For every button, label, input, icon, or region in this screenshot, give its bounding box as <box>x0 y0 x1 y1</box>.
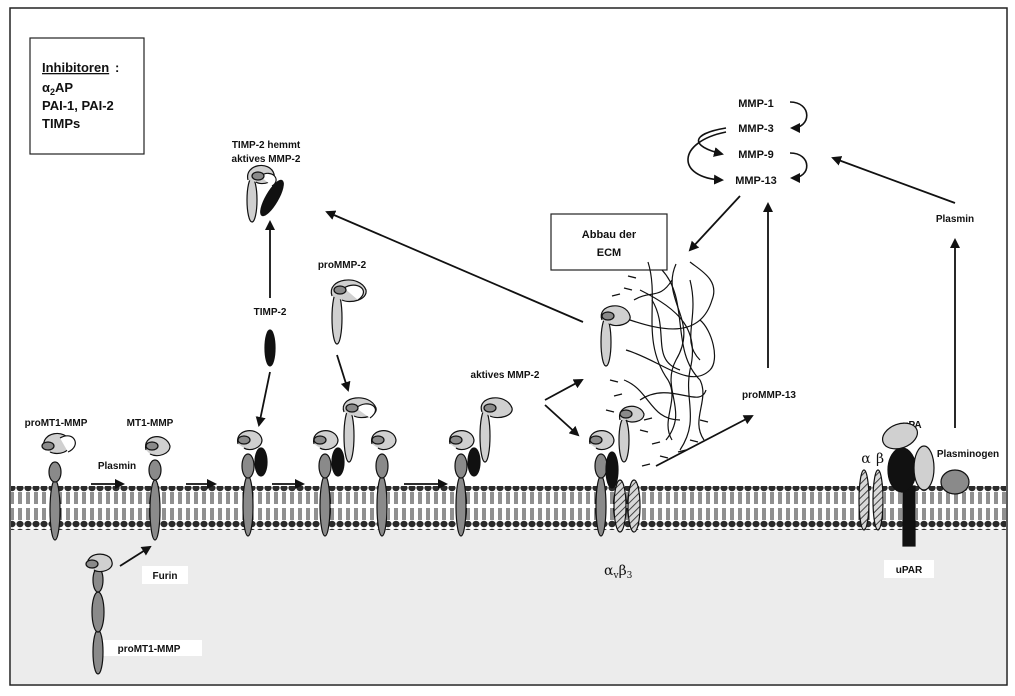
inhibitor-a2ap: α2AP <box>42 80 73 97</box>
promp2-label: proMMP-2 <box>318 260 367 271</box>
mmp-1-label: MMP-1 <box>738 98 773 110</box>
inhibitors-box: Inhibitoren : α2AP PAI-1, PAI-2 TIMPs <box>30 38 144 154</box>
mmp-3-label: MMP-3 <box>738 123 773 135</box>
alpha-label: α <box>861 451 871 467</box>
timp2-inhibits-label: TIMP-2 hemmt <box>232 140 301 151</box>
beta-label: β <box>876 451 884 467</box>
plasminogen-molecule <box>941 470 969 494</box>
mt1-label: MT1-MMP <box>127 418 174 429</box>
promt1-top-label: proMT1-MMP <box>25 418 88 429</box>
furin-label: Furin <box>153 571 178 582</box>
cytoplasm-region <box>11 520 1006 684</box>
inhibitor-pai: PAI-1, PAI-2 <box>42 98 114 113</box>
active-mmp2-label: aktives MMP-2 <box>471 370 540 381</box>
mmp-9-label: MMP-9 <box>738 149 773 161</box>
ecm-box-line1: Abbau der <box>582 229 637 241</box>
plasmin-right-label: Plasmin <box>936 214 974 225</box>
inhibitors-colon: : <box>115 60 119 75</box>
promt1-bottom-label: proMT1-MMP <box>118 644 181 655</box>
timp2-label: TIMP-2 <box>254 307 287 318</box>
plasminogen-label: Plasminogen <box>937 449 999 460</box>
promp13-label: proMMP-13 <box>742 390 796 401</box>
inhibitor-timps: TIMPs <box>42 116 80 131</box>
inhibitors-title: Inhibitoren <box>42 60 109 75</box>
upar-label: uPAR <box>896 565 923 576</box>
timp2-inhibits-label-2: aktives MMP-2 <box>232 154 301 165</box>
timp2-free <box>265 330 275 366</box>
plasmin-left-label: Plasmin <box>98 461 136 472</box>
ecm-box-line2: ECM <box>597 247 621 259</box>
mmp-13-label: MMP-13 <box>735 175 777 187</box>
ecm-degradation-box: Abbau der ECM <box>551 214 667 270</box>
